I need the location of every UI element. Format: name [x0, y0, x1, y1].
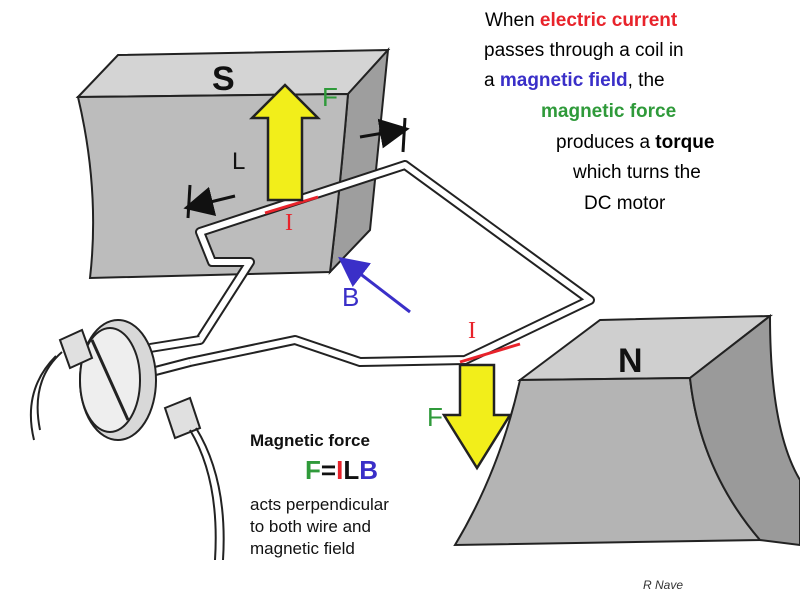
field-arrow: [338, 256, 411, 314]
caption-line-1: When electric current: [485, 10, 678, 31]
north-pole-label: N: [618, 342, 643, 380]
force-label-bottom: F: [427, 402, 443, 432]
length-indicator: [183, 117, 410, 219]
field-label: B: [342, 282, 360, 312]
caption-line-3: a magnetic field, the: [484, 70, 665, 91]
force-formula: F=ILB: [305, 455, 378, 485]
magnetic-force-line-3: magnetic field: [250, 539, 355, 558]
wire-coil: [185, 160, 595, 367]
force-label-top: F: [322, 82, 338, 112]
author-credit: R Nave: [643, 578, 684, 592]
length-label: L: [232, 148, 246, 175]
magnetic-force-line-2: to both wire and: [250, 517, 371, 536]
current-label-bottom: I: [468, 318, 476, 344]
caption-line-4: magnetic force: [541, 101, 677, 122]
commutator: [29, 319, 225, 561]
caption-line-6: which turns the: [573, 162, 701, 183]
caption-line-5: produces a torque: [556, 132, 715, 153]
north-magnet: [453, 313, 800, 547]
magnetic-force-title: Magnetic force: [250, 431, 370, 450]
magnetic-force-line-1: acts perpendicular: [250, 495, 389, 514]
current-markers: [264, 195, 521, 364]
force-arrow-down: [441, 363, 513, 471]
caption-line-2: passes through a coil in: [484, 40, 684, 61]
force-arrow-up: [248, 83, 322, 202]
south-pole-label: S: [212, 60, 235, 98]
current-label-top: I: [285, 210, 293, 236]
caption-line-7: DC motor: [584, 193, 666, 214]
